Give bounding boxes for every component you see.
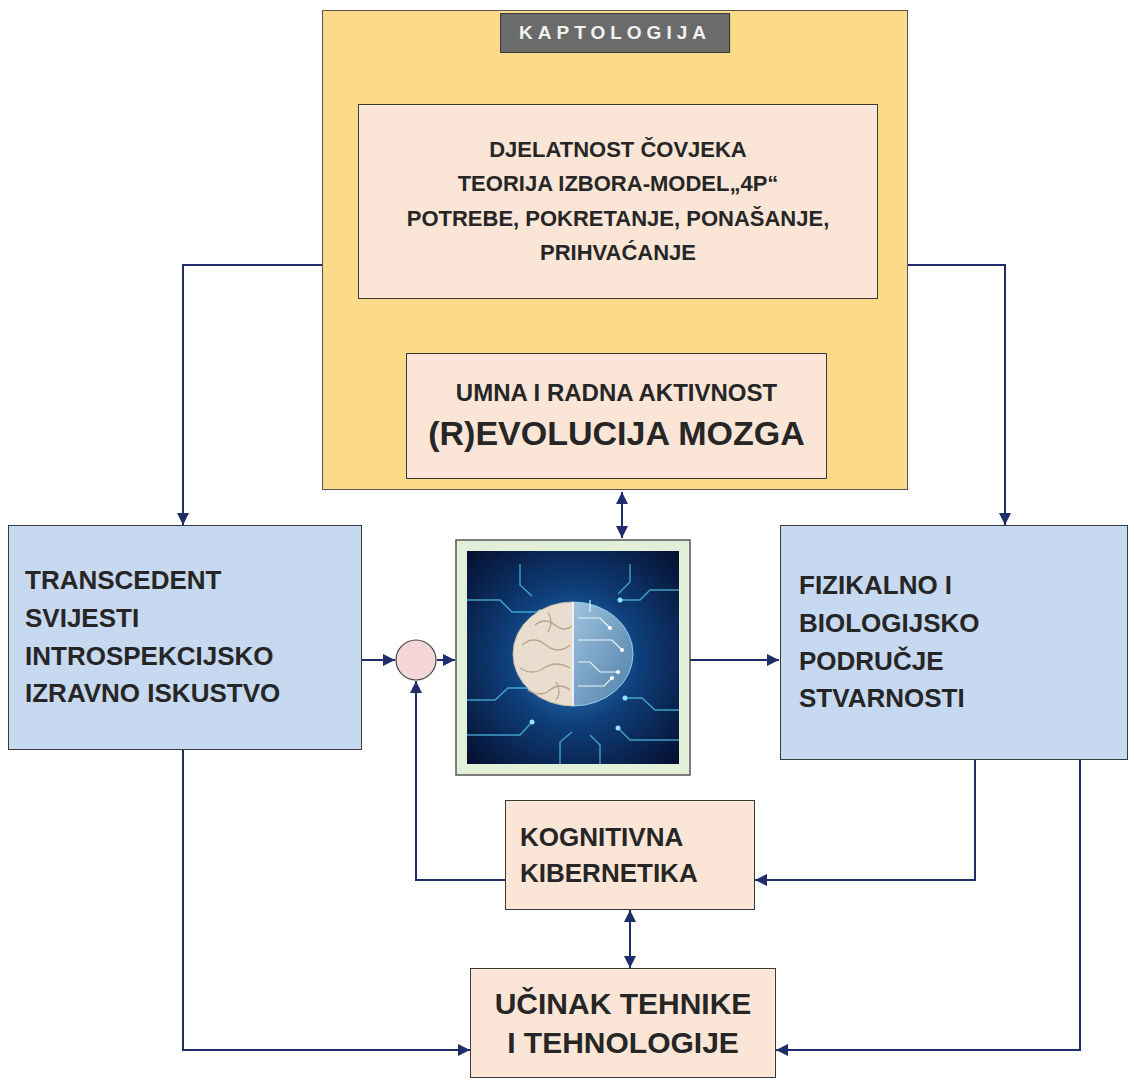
summing-junction xyxy=(396,640,436,680)
node-text: TRANSCEDENT SVIJESTI INTROSPEKCIJSKO IZR… xyxy=(25,562,317,713)
junction-input xyxy=(362,659,395,661)
node-text: UMNA I RADNA AKTIVNOST xyxy=(421,375,812,411)
process-box: DJELATNOST ČOVJEKATEORIJA IZBORA-MODEL„4… xyxy=(358,104,878,299)
connector-arrow xyxy=(183,750,470,1050)
group-box: KAPTOLOGIJA DJELATNOST ČOVJEKATEORIJA IZB… xyxy=(322,10,908,490)
node-text: KOGNITIVNA KIBERNETIKA xyxy=(520,819,725,892)
node-text: TEORIJA IZBORA-MODEL„4P“ xyxy=(383,167,853,201)
node-text: FIZIKALNO I BIOLOGIJSKO PODRUČJE STVARNO… xyxy=(799,567,1039,718)
process-box: UMNA I RADNA AKTIVNOST(R)EVOLUCIJA MOZGA xyxy=(406,353,827,479)
connector-arrow xyxy=(183,265,322,525)
reality-box: FIZIKALNO I BIOLOGIJSKO PODRUČJE STVARNO… xyxy=(780,525,1128,760)
junction-output xyxy=(437,659,455,661)
process-box: KOGNITIVNA KIBERNETIKA xyxy=(505,800,755,910)
connector-arrow xyxy=(776,760,1080,1050)
connector-arrow xyxy=(629,910,631,968)
image-link xyxy=(621,492,623,538)
node-text: POTREBE, POKRETANJE, PONAŠANJE, PRIHVAĆA… xyxy=(383,202,853,270)
connector-arrow xyxy=(755,760,975,880)
brain-illustration xyxy=(456,540,690,775)
feedback-wire xyxy=(416,681,505,880)
node-text: UČINAK TEHNIKE I TEHNOLOGIJE xyxy=(492,984,754,1062)
heading-badge: KAPTOLOGIJA xyxy=(500,13,730,53)
image-output xyxy=(690,659,779,661)
output-box: UČINAK TEHNIKE I TEHNOLOGIJE xyxy=(470,968,776,1078)
node-text: DJELATNOST ČOVJEKA xyxy=(383,133,853,167)
node-text: (R)EVOLUCIJA MOZGA xyxy=(421,411,812,457)
heading-text: KAPTOLOGIJA xyxy=(519,22,711,45)
connector-arrow xyxy=(908,265,1005,525)
input-box: TRANSCEDENT SVIJESTI INTROSPEKCIJSKO IZR… xyxy=(8,525,362,750)
